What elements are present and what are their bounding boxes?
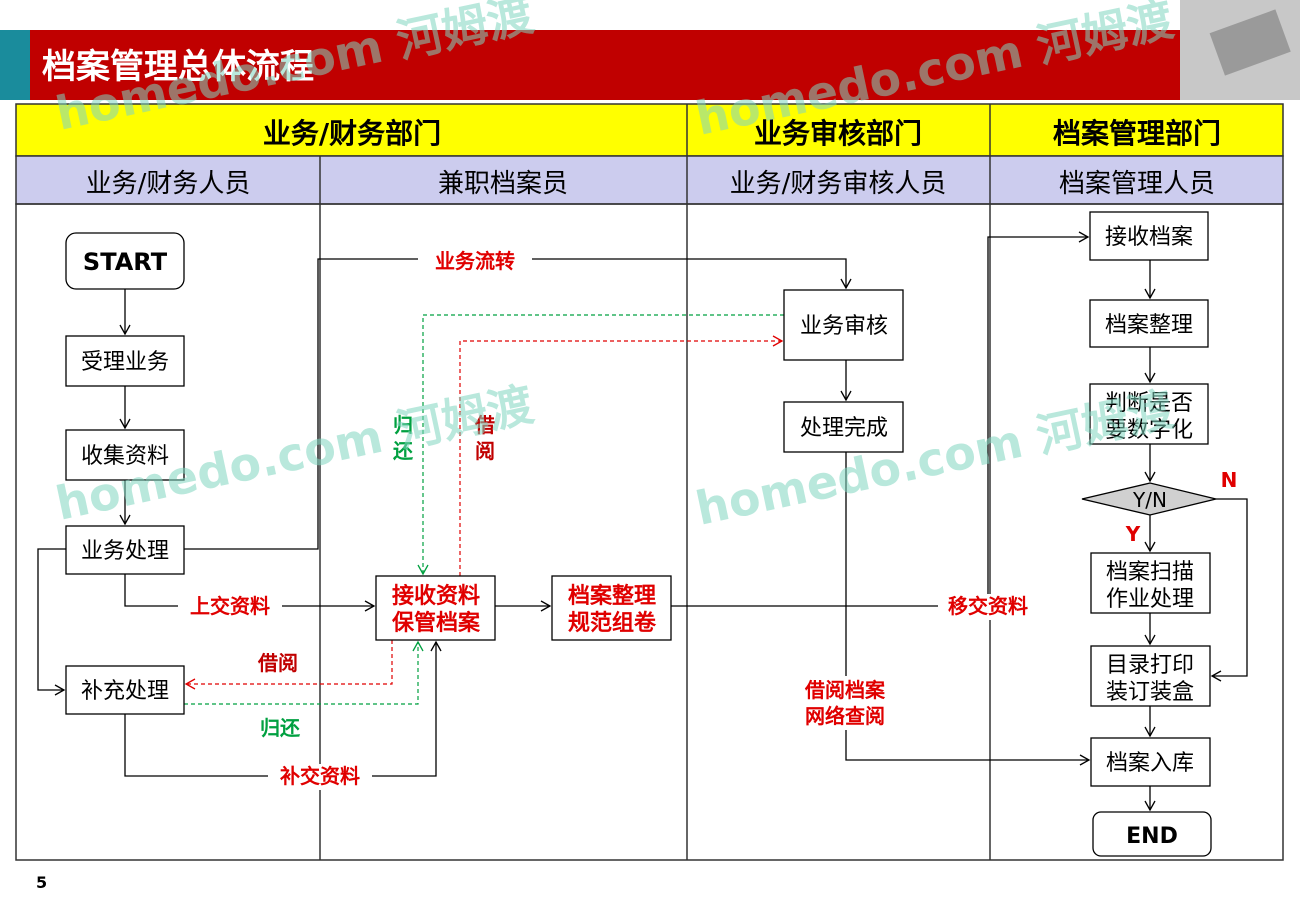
role-archive-manager: 档案管理人员 [1059, 169, 1215, 199]
start-node [65, 232, 185, 290]
label-borrow-vertical-1: 借 [474, 413, 495, 437]
review-label: 业务审核 [800, 314, 888, 339]
judge-label-2: 要数字化 [1105, 418, 1193, 443]
connectors [37, 231, 1248, 812]
role-reviewer: 业务/财务审核人员 [730, 169, 947, 199]
node-receive-keep [375, 575, 496, 641]
label-business-flow: 业务流转 [435, 249, 515, 273]
borrow-return-connectors [184, 314, 784, 705]
supplement-label: 补充处理 [81, 679, 169, 704]
start-label: START [83, 248, 168, 276]
swimlane-body [15, 203, 1284, 861]
judge-label-1: 判断是否 [1105, 391, 1193, 416]
label-return: 归还 [260, 716, 301, 740]
dept-review: 业务审核部门 [754, 117, 922, 150]
node-archive-organize [1089, 299, 1209, 348]
label-resubmit: 补交资料 [279, 764, 360, 788]
node-print-bind [1090, 645, 1211, 707]
node-accept-business [65, 335, 185, 387]
print-label-2: 装订装盒 [1106, 680, 1194, 705]
receive-archive-label: 接收档案 [1105, 225, 1193, 250]
receive-keep-label-1: 接收资料 [392, 583, 480, 609]
organize-volume-label-2: 规范组卷 [568, 610, 657, 636]
decision-label: Y/N [1132, 488, 1167, 512]
receive-keep-label-2: 保管档案 [391, 610, 481, 636]
role-staff: 业务/财务人员 [86, 169, 251, 199]
label-no: N [1221, 468, 1238, 492]
collect-materials-label: 收集资料 [81, 444, 169, 469]
department-header-row [15, 103, 1284, 157]
label-return-vertical-2: 还 [392, 439, 414, 463]
page-title: 档案管理总体流程 [42, 47, 314, 87]
node-process-business [65, 525, 185, 575]
node-store [1090, 737, 1211, 787]
accept-business-label: 受理业务 [81, 350, 169, 375]
role-parttime-archivist: 兼职档案员 [438, 169, 568, 199]
end-label: END [1126, 824, 1178, 849]
process-business-label: 业务处理 [81, 539, 169, 564]
node-receive-archive [1089, 211, 1209, 261]
title-bar [30, 30, 1200, 100]
label-borrow-online-2: 网络查阅 [805, 704, 885, 728]
dept-archive: 档案管理部门 [1053, 117, 1221, 150]
page-number: 5 [36, 873, 47, 892]
node-review [783, 289, 904, 361]
scan-label-2: 作业处理 [1106, 587, 1194, 612]
role-header-row [15, 155, 1284, 205]
scan-label-1: 档案扫描 [1106, 560, 1194, 585]
node-judge-digitize [1089, 383, 1209, 445]
label-transfer: 移交资料 [948, 594, 1028, 618]
node-collect-materials [65, 429, 185, 481]
node-done [783, 401, 904, 453]
label-borrow-vertical-2: 阅 [475, 439, 495, 463]
svg-text:homedo.com 河姆渡: homedo.com 河姆渡 [691, 382, 1178, 536]
label-submit: 上交资料 [190, 594, 270, 618]
keyboard-image [1209, 9, 1291, 76]
node-supplement [65, 665, 185, 715]
archive-organize-label: 档案整理 [1105, 313, 1193, 338]
label-borrow-online-1: 借阅档案 [804, 678, 886, 702]
label-yes: Y [1125, 522, 1141, 546]
label-borrow: 借阅 [257, 651, 298, 675]
end-node [1092, 811, 1212, 857]
dept-business-finance: 业务/财务部门 [263, 117, 441, 150]
title-accent [0, 30, 30, 100]
label-return-vertical-1: 归 [393, 413, 413, 437]
done-label: 处理完成 [800, 416, 888, 441]
store-label: 档案入库 [1106, 751, 1194, 776]
organize-volume-label-1: 档案整理 [568, 583, 656, 609]
print-label-1: 目录打印 [1106, 653, 1194, 678]
node-scan [1090, 552, 1211, 614]
decision-node [1081, 482, 1217, 516]
node-organize-volume [551, 575, 672, 641]
